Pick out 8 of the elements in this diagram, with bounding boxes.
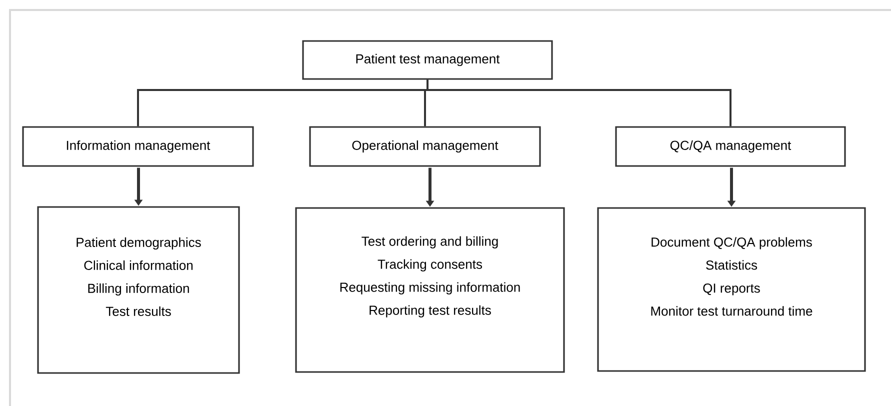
list-box: Patient demographics Clinical information Billing information Test results (37, 206, 240, 374)
list-box: Document QC/QA problems Statistics QI reports Monitor test turnaround time (597, 207, 866, 372)
tree-connector (426, 80, 732, 126)
heading-box: Operational management (309, 126, 541, 167)
list-box: Test ordering and billing Tracking consents Requesting missing information Reporting test results (295, 207, 565, 373)
heading-box: Patient test management (302, 40, 553, 80)
heading-box: QC/QA management (615, 126, 846, 167)
heading-box: Information management (22, 126, 254, 167)
